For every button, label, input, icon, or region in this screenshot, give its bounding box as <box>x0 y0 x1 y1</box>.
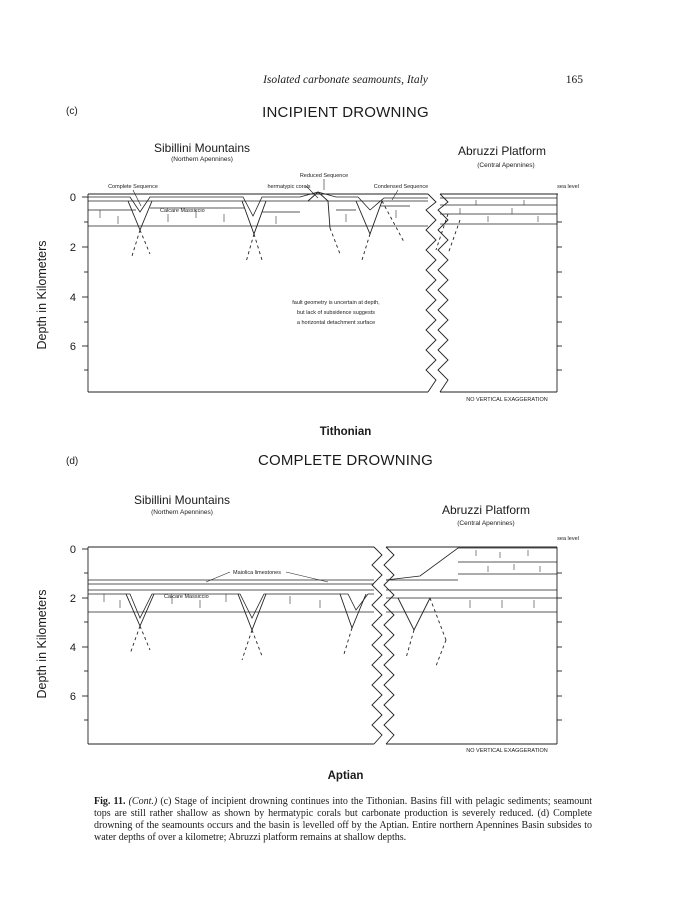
calcare-massiccio-label: Calcare Massiccio <box>160 208 205 214</box>
y-tick-2: 2 <box>70 593 76 605</box>
caption-text: (c) Stage of incipient drowning continue… <box>94 796 593 843</box>
left-region-label: Sibillini Mountains <box>134 493 230 507</box>
maiolica-leaders <box>205 571 329 583</box>
right-subregion-label: (Central Apennines) <box>477 162 534 169</box>
running-title: Isolated carbonate seamounts, Italy <box>263 74 428 86</box>
limestone-hatch <box>99 200 539 224</box>
sea-level-label: sea level <box>557 536 579 542</box>
maiolica-label: Maiolica limestones <box>233 570 281 576</box>
panel-c-diagram: Sibillini Mountains (Northern Apennines)… <box>35 141 579 403</box>
reduced-sequence-label: Reduced Sequence <box>300 173 348 179</box>
fault-blocks <box>127 191 461 263</box>
caption-label: Fig. 11. <box>94 796 126 807</box>
left-subregion-label: (Northern Apennines) <box>151 509 213 516</box>
panel-d-age: Aptian <box>327 770 364 782</box>
panel-d-diagram: Sibillini Mountains (Northern Apennines)… <box>35 493 579 754</box>
calcare-massiccio-label: Calcare Massiccio <box>164 594 209 600</box>
panel-c-age: Tithonian <box>319 426 372 438</box>
limestone-hatch <box>103 550 541 608</box>
panel-d-title: COMPLETE DROWNING <box>257 452 434 469</box>
y-tick-0: 0 <box>70 192 76 204</box>
y-axis-label: Depth in Kilometers <box>35 240 49 349</box>
y-axis-ticks <box>82 548 562 721</box>
section-frame <box>87 193 558 393</box>
fault-blocks <box>125 593 447 667</box>
panel-d-label: (d) <box>66 456 79 467</box>
left-subregion-label: (Northern Apennines) <box>171 156 233 163</box>
fault-note-line2: but lack of subsidence suggests <box>297 310 375 316</box>
strata-lines <box>88 547 557 619</box>
strata-lines <box>88 191 557 227</box>
right-region-label: Abruzzi Platform <box>442 503 530 517</box>
y-tick-2: 2 <box>70 242 76 254</box>
right-subregion-label: (Central Apennines) <box>457 520 514 527</box>
panel-c-label: (c) <box>66 106 78 117</box>
fault-note-line3: a horizontal detachment surface <box>297 320 375 326</box>
figure-caption: Fig. 11. (Cont.) (c) Stage of incipient … <box>94 796 592 844</box>
sea-level-label: sea level <box>557 184 579 190</box>
section-break <box>371 546 383 745</box>
section-break <box>425 193 437 393</box>
complete-sequence-label: Complete Sequence <box>108 184 158 190</box>
y-tick-0: 0 <box>70 544 76 556</box>
page-number: 165 <box>565 74 583 86</box>
exaggeration-note: NO VERTICAL EXAGGERATION <box>466 748 548 754</box>
y-tick-6: 6 <box>70 341 76 353</box>
section-frame <box>87 546 558 745</box>
y-axis-ticks <box>82 196 562 371</box>
condensed-sequence-label: Condensed Sequence <box>374 184 428 190</box>
hermatypic-corals-label: hermatypic corals <box>267 184 310 190</box>
fault-note-line1: fault geometry is uncertain at depth, <box>292 300 380 306</box>
caption-cont: (Cont.) <box>128 796 158 807</box>
y-tick-4: 4 <box>70 642 76 654</box>
right-region-label: Abruzzi Platform <box>458 144 546 158</box>
section-break-2 <box>437 193 449 393</box>
left-region-label: Sibillini Mountains <box>154 141 250 155</box>
y-axis-label: Depth in Kilometers <box>35 589 49 698</box>
y-tick-6: 6 <box>70 691 76 703</box>
y-tick-4: 4 <box>70 292 76 304</box>
section-break-2 <box>383 546 395 745</box>
exaggeration-note: NO VERTICAL EXAGGERATION <box>466 397 548 403</box>
panel-c-title: INCIPIENT DROWNING <box>262 104 429 121</box>
